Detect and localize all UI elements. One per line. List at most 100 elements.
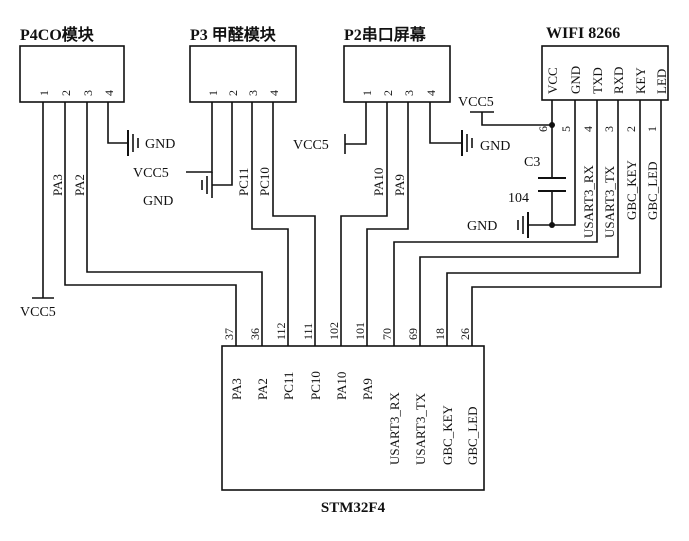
p3-module-title: P3 甲醛模块 — [190, 25, 277, 44]
p2-pin-1: 1 — [360, 90, 374, 96]
signal-label-gbc-led: GBC_LED — [645, 162, 660, 221]
gnd-label: GND — [143, 194, 173, 209]
p3-pin-1: 1 — [206, 90, 220, 96]
mcu-pin-number: 37 — [222, 328, 236, 340]
capacitor-ref: C3 — [524, 155, 540, 170]
mcu-pin-label: PA10 — [334, 372, 349, 400]
wire-usart3-tx — [419, 100, 619, 346]
wire-usart3-rx — [393, 100, 598, 346]
mcu-box — [221, 345, 485, 491]
p3-pin-3: 3 — [246, 90, 260, 96]
mcu-name: STM32F4 — [321, 500, 386, 516]
signal-labels: PA3 PA2 PC11 PC10 PA10 PA9 USART3_RX USA… — [50, 159, 660, 238]
mcu-pin-label: PA2 — [255, 378, 270, 400]
p4co-pin-2: 2 — [59, 90, 73, 96]
p4co-module: P4CO模块 1 2 3 4 — [19, 25, 125, 103]
wire-pa3 — [64, 102, 237, 346]
wifi-pin-number: 3 — [602, 126, 616, 132]
gnd-symbol-p2: GND — [461, 130, 510, 156]
signal-label-pa3: PA3 — [50, 174, 65, 196]
mcu-pin-label: PC11 — [281, 372, 296, 400]
vcc5-symbol-p2: VCC5 — [293, 134, 346, 154]
vcc5-symbol-p3: VCC5 — [133, 166, 169, 181]
gnd-symbol-wifi: GND — [467, 212, 529, 238]
wire-pa10 — [340, 102, 388, 346]
signal-label-usart3-tx: USART3_TX — [602, 165, 617, 238]
wire-p3-2-gnd — [212, 102, 233, 186]
p4co-pin-3: 3 — [81, 90, 95, 96]
mcu-pin-label: PA3 — [229, 378, 244, 400]
mcu-pin-number: 102 — [327, 322, 341, 340]
wifi-pin-name: KEY — [633, 67, 648, 94]
p2-module: P2串口屏幕 1 2 3 4 — [343, 25, 451, 103]
p2-module-box — [343, 45, 451, 103]
wifi-pin-name: RXD — [611, 67, 626, 94]
mcu-pin-number: 101 — [353, 322, 367, 340]
wire-p4co-4-gnd — [107, 102, 128, 144]
vcc5-label: VCC5 — [458, 95, 494, 110]
vcc5-label: VCC5 — [133, 166, 169, 181]
mcu-pin-label: GBC_LED — [465, 407, 480, 466]
p3-module-box — [189, 45, 297, 103]
mcu-pin-number: 111 — [301, 323, 315, 340]
p3-pin-2: 2 — [226, 90, 240, 96]
capacitor-c3: C3 104 — [508, 155, 566, 206]
wifi-pin-number: 1 — [645, 126, 659, 132]
mcu-pin-label: GBC_KEY — [440, 404, 455, 465]
mcu-pin-label: PC10 — [308, 371, 323, 400]
wire-pa2 — [86, 102, 263, 346]
wire-p2-4-gnd — [429, 102, 462, 144]
wire-gbc-led — [471, 100, 662, 346]
capacitor-value: 104 — [508, 191, 529, 206]
wire-gbc-key — [446, 100, 641, 346]
gnd-symbol-p4co: GND — [127, 130, 175, 156]
vcc5-label: VCC5 — [20, 305, 56, 320]
vcc5-symbol-p4co: VCC5 — [20, 297, 56, 320]
signal-label-usart3-rx: USART3_RX — [581, 164, 596, 238]
wire-pc11 — [251, 102, 289, 346]
p4co-module-box — [19, 45, 125, 103]
wifi-pin-name: LED — [654, 69, 669, 94]
p2-module-title: P2串口屏幕 — [344, 25, 427, 44]
mcu-pin-label: PA9 — [360, 378, 375, 400]
p4co-module-title: P4CO模块 — [20, 25, 95, 44]
wifi-pin-name: VCC — [545, 67, 560, 94]
wifi-module-title: WIFI 8266 — [546, 25, 620, 42]
wire-pc10 — [272, 102, 316, 346]
mcu-pin-number: 70 — [380, 328, 394, 340]
mcu-pin-number: 112 — [274, 322, 288, 340]
p2-pin-2: 2 — [381, 90, 395, 96]
wifi-pin-number: 2 — [624, 126, 638, 132]
signal-label-gbc-key: GBC_KEY — [624, 159, 639, 220]
wifi-pin-number: 5 — [559, 126, 573, 132]
gnd-symbol-p3: GND — [143, 172, 213, 209]
mcu-pin-label: USART3_RX — [387, 391, 402, 465]
gnd-label: GND — [480, 139, 510, 154]
p4co-pin-1: 1 — [37, 90, 51, 96]
mcu-pin-number: 18 — [433, 328, 447, 340]
mcu-pin-number: 26 — [458, 328, 472, 340]
gnd-label: GND — [467, 219, 497, 234]
signal-label-pc11: PC11 — [236, 168, 251, 196]
signal-label-pa10: PA10 — [371, 168, 386, 196]
wifi-pin-name: GND — [568, 66, 583, 94]
wire-wifi-gnd — [528, 100, 576, 226]
vcc5-label: VCC5 — [293, 138, 329, 153]
mcu-pin-label: USART3_TX — [413, 392, 428, 465]
p2-pin-3: 3 — [402, 90, 416, 96]
wire-p2-1-vcc — [345, 102, 367, 145]
mcu-pin-number: 36 — [248, 328, 262, 340]
p2-pin-4: 4 — [424, 90, 438, 96]
wire-pa9 — [366, 102, 409, 346]
wifi-pin-number: 4 — [581, 126, 595, 132]
p3-pin-4: 4 — [267, 90, 281, 96]
junction-dot-vcc — [549, 122, 555, 128]
wifi-pin-name: TXD — [590, 67, 605, 94]
wires — [42, 100, 662, 346]
wifi-module-box — [541, 45, 669, 101]
p4co-pin-4: 4 — [102, 90, 116, 96]
